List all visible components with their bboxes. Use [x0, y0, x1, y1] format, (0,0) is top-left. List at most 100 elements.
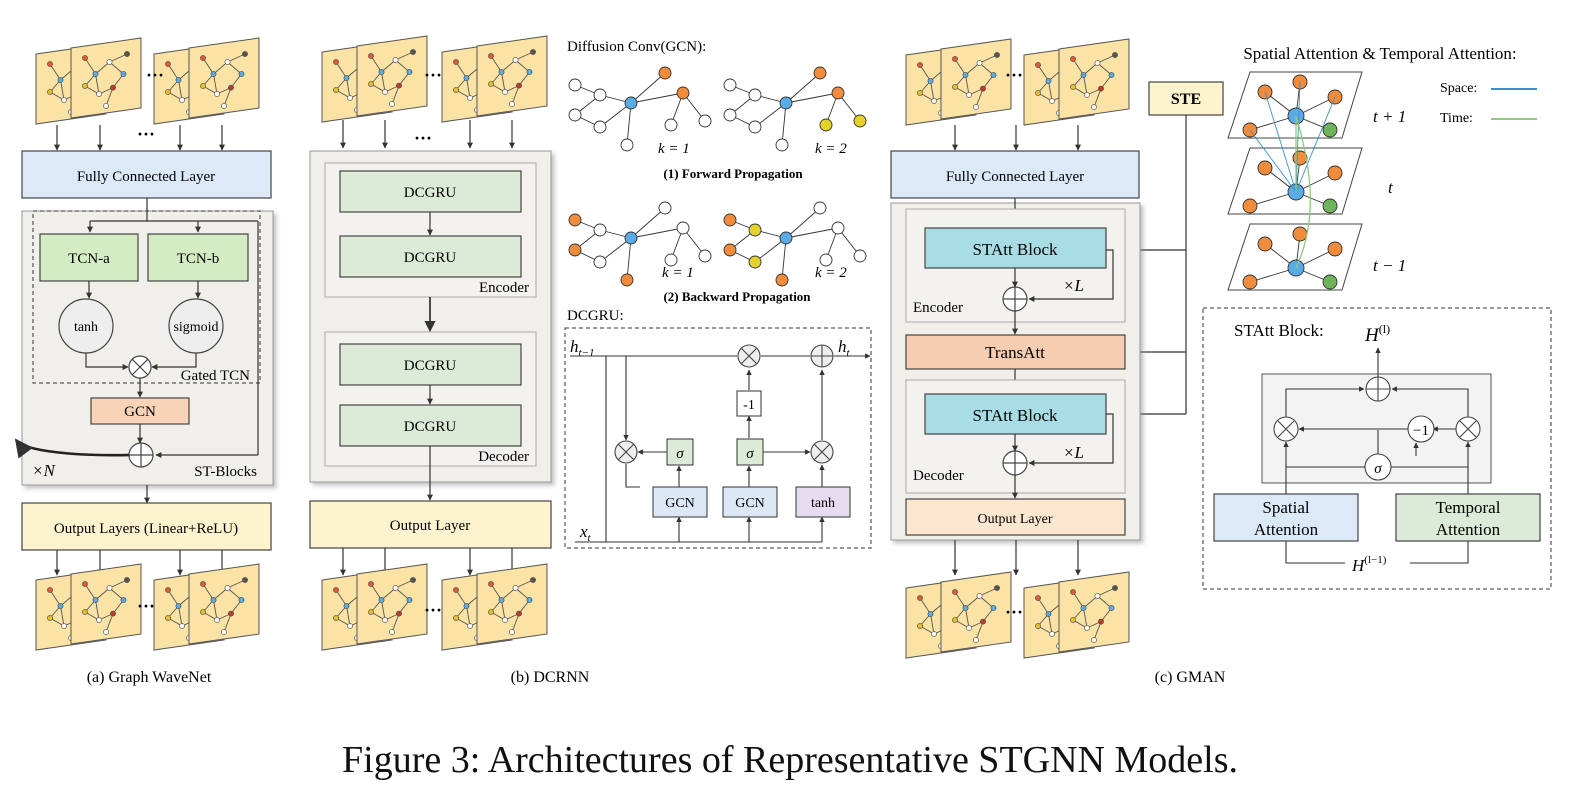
minus-one-label: −1 [1413, 423, 1429, 439]
output-layer [309, 500, 552, 549]
encoder-label: Encoder [479, 280, 529, 296]
ellipsis: ··· [137, 124, 155, 144]
graph-snapshot [1058, 38, 1130, 120]
spatial-attention-label: Spatial [1262, 498, 1309, 517]
ellipsis: ··· [146, 65, 164, 85]
graph-node [593, 223, 607, 237]
times-l-label: ×L [1063, 276, 1084, 295]
input-graph-stack [321, 35, 428, 123]
graph-node [748, 88, 762, 102]
graph-snapshot [188, 37, 260, 119]
graph-snapshot [476, 35, 548, 117]
forward-k1-graph [568, 66, 712, 152]
graph-node [568, 108, 582, 122]
tcn-a-label: TCN-a [68, 251, 110, 267]
dcgru-label: DCGRU [404, 358, 457, 374]
x-t-label: xt [579, 522, 592, 544]
sigma-label: σ [676, 446, 684, 462]
input-graph-stack [441, 35, 548, 123]
graph-node [748, 120, 762, 134]
graph-node [1292, 226, 1308, 242]
graph-node [779, 231, 793, 245]
st-blocks-label: ST-Blocks [194, 464, 257, 480]
tanh-block [795, 486, 851, 518]
backward-k2-graph [723, 201, 867, 287]
graph-node [853, 114, 867, 128]
graph-node [664, 253, 678, 267]
graph-node [775, 273, 789, 287]
graph-node [723, 213, 737, 227]
ellipsis: ··· [424, 600, 442, 620]
encoder-label: Encoder [913, 300, 963, 316]
backward-k1-graph [568, 201, 712, 287]
sigmoid-label: sigmoid [173, 320, 218, 335]
sigma-label: σ [1374, 461, 1382, 477]
graph-node [813, 201, 827, 215]
graph-node [593, 120, 607, 134]
tanh-label: tanh [74, 320, 98, 335]
fully-connected-layer-label: Fully Connected Layer [77, 169, 215, 185]
dcgru-block [339, 235, 522, 278]
spatial-attention-block [1213, 493, 1359, 542]
diffusion-conv-title: Diffusion Conv(GCN): [567, 39, 706, 55]
forward-k2-graph [723, 66, 867, 152]
tanh-label: tanh [811, 496, 835, 511]
output-layers-label: Output Layers (Linear+ReLU) [54, 521, 238, 537]
minus-one-label: -1 [743, 398, 755, 413]
dcgru-label: DCGRU [404, 185, 457, 201]
graph-node [748, 223, 762, 237]
graph-node [624, 96, 638, 110]
graph-node [1257, 160, 1273, 176]
ellipsis: ··· [1005, 602, 1023, 622]
decoder-label: Decoder [478, 449, 529, 465]
graph-node [1257, 236, 1273, 252]
dcgru-block [339, 170, 522, 213]
transatt-block [905, 334, 1126, 370]
gcn-block [90, 397, 190, 425]
ellipsis: ··· [414, 128, 432, 148]
graph-node [568, 213, 582, 227]
sigma-gate [736, 438, 764, 466]
graph-node [620, 273, 634, 287]
graph-node [819, 253, 833, 267]
h-t-label: ht [838, 337, 851, 359]
statt-block-label: STAtt Block [972, 240, 1058, 259]
figure-caption: Figure 3: Architectures of Representativ… [342, 739, 1238, 781]
graph-node [853, 249, 867, 263]
output-graph-stack [153, 563, 260, 651]
graph-node [676, 86, 690, 100]
gcn-label: GCN [124, 404, 156, 420]
t-label: t [1388, 178, 1394, 197]
t-minus-one-label: t − 1 [1373, 256, 1406, 275]
statt-block [924, 227, 1107, 269]
graph-node [1322, 198, 1338, 214]
k2-label: k = 2 [815, 265, 847, 281]
graph-node [1322, 122, 1338, 138]
output-graph-stack [35, 563, 142, 651]
graph-node [775, 138, 789, 152]
graph-node [723, 108, 737, 122]
dcgru-block [339, 343, 522, 386]
output-layer-label: Output Layer [390, 518, 470, 534]
graph-node [831, 86, 845, 100]
temporal-attention-label: Temporal [1436, 498, 1501, 517]
graph-snapshot [70, 563, 142, 645]
input-graph-stack [35, 37, 142, 125]
graph-node [1327, 165, 1343, 181]
attention-layers [1227, 71, 1363, 291]
output-graph-stack [321, 563, 428, 651]
loop-arrow [14, 438, 130, 459]
output-graph-stack [905, 571, 1012, 659]
output-graph-stack [441, 563, 548, 651]
graph-node [624, 231, 638, 245]
graph-node [676, 221, 690, 235]
gcn-block [722, 486, 778, 518]
time-legend-label: Time: [1440, 111, 1473, 126]
minus-one-block [736, 390, 762, 417]
graph-snapshot [940, 38, 1012, 120]
graph-node [748, 255, 762, 269]
caption-graph-wavenet: (a) Graph WaveNet [87, 669, 212, 686]
statt-detail-title: STAtt Block: [1234, 321, 1324, 340]
graph-node [831, 221, 845, 235]
